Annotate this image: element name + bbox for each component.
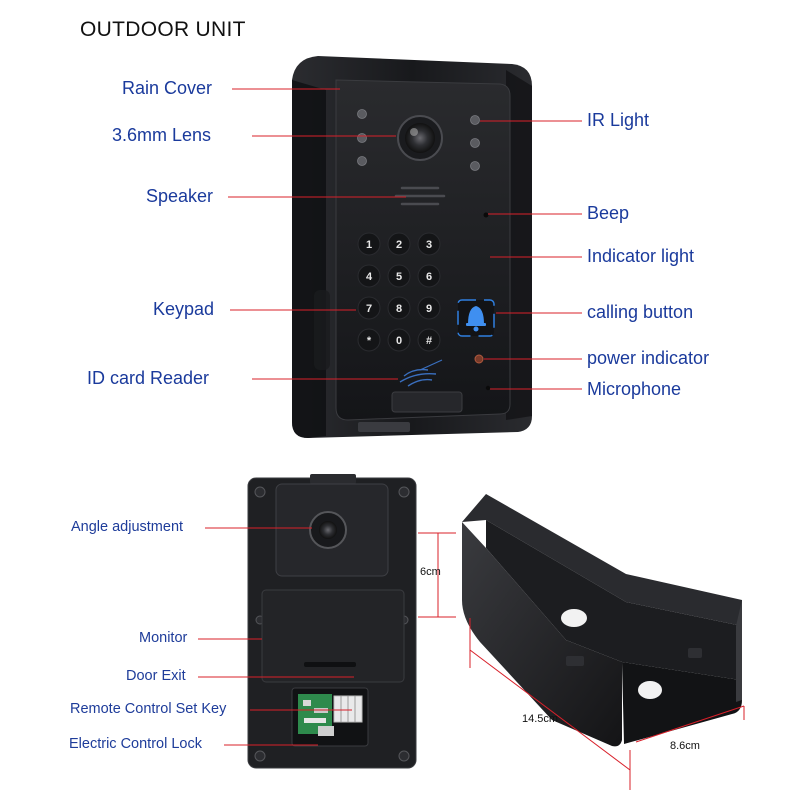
label-door-exit: Door Exit (126, 668, 186, 684)
screw (398, 486, 410, 498)
power-indicator-led (474, 354, 484, 364)
bell-icon (466, 306, 486, 332)
dimension-length: 14.5cm (522, 713, 559, 725)
ir-led (357, 109, 367, 119)
ir-led (357, 133, 367, 143)
keypad-key-6: 6 (426, 271, 432, 283)
dimension-height: 6cm (420, 566, 441, 578)
back-cover-panel (261, 589, 405, 683)
keypad-key-0: 0 (396, 335, 402, 347)
keypad-key-9: 9 (426, 303, 432, 315)
keypad: 1 2 3 4 5 6 7 8 9 * 0 # (357, 232, 441, 352)
label-remote-control-set-key: Remote Control Set Key (70, 701, 227, 717)
label-ir-light: IR Light (587, 110, 650, 130)
keypad-key-bg (417, 296, 441, 320)
dimension-depth: 8.6cm (670, 740, 700, 752)
keypad-key-bg (387, 232, 411, 256)
leader-lines (198, 88, 582, 746)
keypad-key-8: 8 (396, 303, 402, 315)
label-lens: 3.6mm Lens (112, 125, 212, 145)
ir-led (470, 138, 480, 148)
bottom-foot (391, 391, 463, 413)
keypad-key-bg (357, 296, 381, 320)
keypad-key-2: 2 (396, 239, 402, 251)
keypad-key-7: 7 (366, 303, 372, 315)
speaker-grille (394, 186, 446, 206)
rain-cover-box (462, 494, 742, 747)
front-unit: 1 2 3 4 5 6 7 8 9 * 0 # (292, 56, 532, 438)
keypad-key-1: 1 (366, 239, 372, 251)
screw (254, 750, 266, 762)
label-microphone: Microphone (587, 379, 682, 399)
screw (398, 750, 410, 762)
keypad-key-bg (417, 264, 441, 288)
keypad-key-bg (387, 264, 411, 288)
calling-button (457, 299, 495, 337)
keypad-key-bg (357, 264, 381, 288)
keypad-key-bg (387, 328, 411, 352)
microphone-hole (485, 385, 491, 391)
label-keypad: Keypad (153, 299, 215, 319)
label-power-indicator: power indicator (587, 348, 710, 368)
label-beep: Beep (587, 203, 630, 223)
mounting-hole (638, 681, 662, 699)
label-indicator-light: Indicator light (587, 246, 695, 266)
beep-hole (483, 212, 489, 218)
keypad-key-bg (357, 232, 381, 256)
label-speaker: Speaker (146, 186, 214, 206)
keypad-key-3: 3 (426, 239, 432, 251)
label-electric-control-lock: Electric Control Lock (69, 736, 202, 752)
label-rain-cover: Rain Cover (122, 78, 213, 98)
keypad-key-#: # (426, 335, 432, 347)
keypad-key-bg (387, 296, 411, 320)
dimension-lines (418, 532, 745, 790)
label-monitor: Monitor (139, 630, 188, 646)
keypad-key-bg (417, 328, 441, 352)
keypad-key-5: 5 (396, 271, 402, 283)
ir-led (470, 115, 480, 125)
keypad-key-*: * (367, 335, 372, 347)
cover-side-wall (462, 522, 622, 747)
label-id-card-reader: ID card Reader (87, 368, 210, 388)
keypad-key-4: 4 (366, 271, 373, 283)
screw (254, 486, 266, 498)
back-unit (247, 474, 417, 769)
ir-led-group-right (470, 115, 480, 171)
ir-led (470, 161, 480, 171)
mounting-hole (561, 609, 587, 627)
label-calling-button: calling button (587, 302, 694, 322)
keypad-key-bg (417, 232, 441, 256)
label-angle-adjustment: Angle adjustment (71, 519, 184, 535)
page-title: OUTDOOR UNIT (80, 18, 246, 41)
keypad-key-bg (357, 328, 381, 352)
rfid-waves-icon (399, 359, 443, 387)
ir-led (357, 156, 367, 166)
